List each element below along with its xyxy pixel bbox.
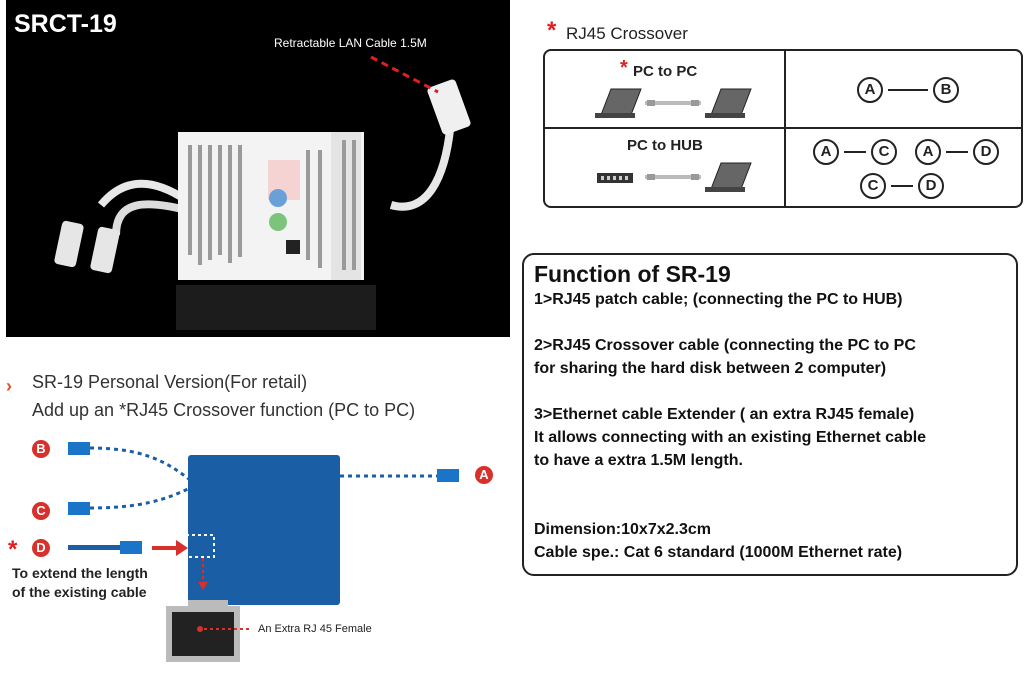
label-c-badge: C (32, 502, 50, 520)
row-divider (545, 127, 1021, 129)
function-line-4: 3>Ethernet cable Extender ( an extra RJ4… (534, 406, 915, 423)
product-photo: SRCT-19 Retractable LAN Cable 1.5M (6, 0, 510, 337)
extend-text-line-2: of the existing cable (12, 584, 147, 600)
port-a-circle: A (813, 139, 839, 165)
crossover-function-text: Add up an *RJ45 Crossover function (PC t… (32, 400, 416, 420)
asterisk-icon: * (620, 57, 628, 79)
extend-text-line-1: To extend the length (12, 565, 148, 581)
port-a-circle: A (915, 139, 941, 165)
port-c-circle: C (871, 139, 897, 165)
function-line-2: 2>RJ45 Crossover cable (connecting the P… (534, 337, 916, 354)
function-box: Function of SR-19 1>RJ45 patch cable; (c… (522, 253, 1018, 576)
product-illustration (54, 55, 471, 330)
port-d-circle: D (973, 139, 999, 165)
pc-to-hub-illustration (597, 162, 752, 192)
asterisk-icon: * (547, 17, 557, 44)
function-line-1: 1>RJ45 patch cable; (connecting the PC t… (534, 291, 903, 308)
crossover-title: RJ45 Crossover (566, 24, 688, 43)
version-text: SR-19 Personal Version(For retail) (32, 372, 308, 392)
female-port-caption: An Extra RJ 45 Female (258, 623, 372, 635)
pc-to-hub-label: PC to HUB (627, 137, 703, 154)
cable-caption: Retractable LAN Cable 1.5M (274, 36, 427, 50)
chevron-right-icon: › (6, 376, 12, 396)
port-d-circle: D (918, 173, 944, 199)
label-a-badge: A (475, 466, 493, 484)
function-line-7: Dimension:10x7x2.3cm (534, 521, 711, 538)
connector-line (891, 184, 913, 187)
function-line-6: to have a extra 1.5M length. (534, 452, 743, 469)
function-line-3: for sharing the hard disk between 2 comp… (534, 360, 887, 377)
function-line-5: It allows connecting with an existing Et… (534, 429, 927, 446)
connector-line (844, 150, 866, 153)
function-title: Function of SR-19 (534, 261, 731, 287)
connection-diagram (68, 442, 459, 662)
function-line-8: Cable spe.: Cat 6 standard (1000M Ethern… (534, 544, 903, 561)
port-b-circle: B (933, 77, 959, 103)
port-a-circle: A (857, 77, 883, 103)
label-b-badge: B (32, 440, 50, 458)
connector-line (946, 150, 968, 153)
product-title: SRCT-19 (14, 10, 117, 38)
port-c-circle: C (860, 173, 886, 199)
connector-line (888, 88, 928, 91)
column-divider (784, 51, 786, 206)
pc-to-pc-label: PC to PC (633, 63, 698, 80)
pc-to-pc-illustration (595, 88, 752, 118)
asterisk-icon: * (8, 536, 18, 563)
label-d-badge: D (32, 539, 50, 557)
